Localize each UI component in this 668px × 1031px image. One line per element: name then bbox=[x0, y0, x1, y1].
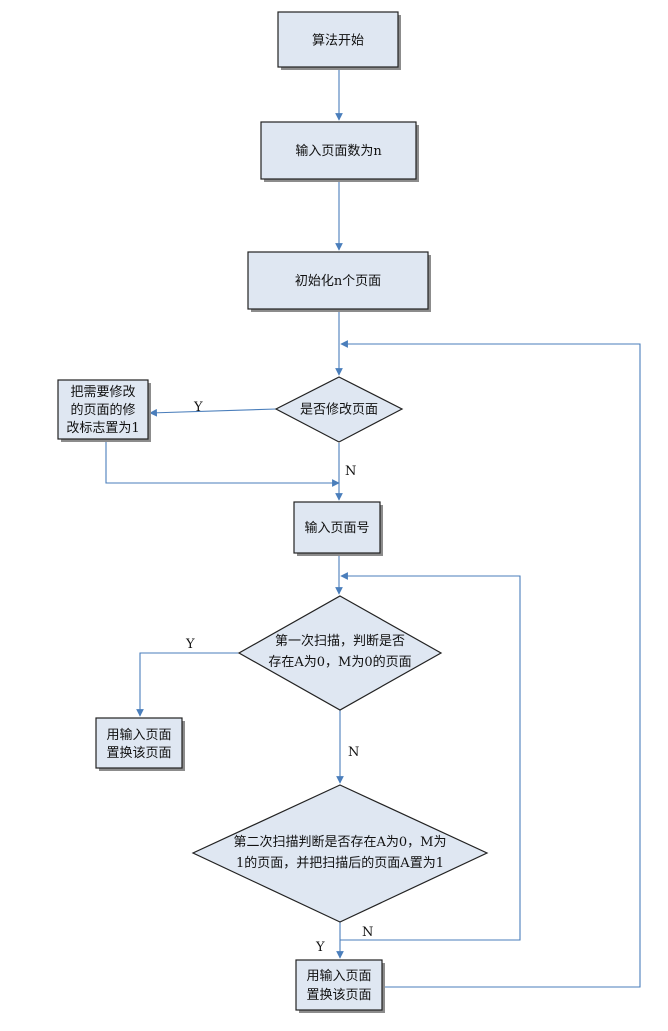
set-flag-line-2: 的页面的修 bbox=[70, 402, 135, 418]
replace2-line-1: 用输入页面 bbox=[306, 968, 371, 984]
input-page-no-node: 输入页面号 bbox=[293, 501, 383, 556]
edge-scan1-yes-to-replace1 bbox=[136, 652, 239, 717]
scan2-yes-label: Y bbox=[315, 940, 325, 955]
edge-set-flag-merge bbox=[105, 441, 340, 487]
scan1-decision: 第一次扫描，判断是否 存在A为0，M为0的页面 bbox=[237, 595, 443, 711]
replace1-line-2: 置换该页面 bbox=[106, 746, 171, 761]
start-label: 算法开始 bbox=[312, 34, 364, 49]
scan2-line-1: 第二次扫描判断是否存在A为0，M为 bbox=[234, 834, 447, 850]
replace2-node: 用输入页面 置换该页面 bbox=[295, 959, 385, 1013]
scan1-yes-label: Y bbox=[185, 637, 195, 652]
edge-modify-yes-to-set-flag bbox=[149, 408, 277, 417]
start-node: 算法开始 bbox=[277, 11, 401, 70]
scan1-line-2: 存在A为0，M为0的页面 bbox=[268, 654, 411, 670]
input-count-label: 输入页面数为n bbox=[295, 143, 382, 159]
set-flag-line-3: 改标志置为1 bbox=[66, 421, 139, 436]
input-page-no-label: 输入页面号 bbox=[304, 520, 369, 536]
init-pages-node: 初始化n个页面 bbox=[247, 251, 431, 312]
scan1-line-1: 第一次扫描，判断是否 bbox=[275, 633, 405, 649]
set-flag-line-1: 把需要修改 bbox=[70, 385, 135, 400]
scan1-no-label: N bbox=[348, 745, 359, 760]
replace2-line-2: 置换该页面 bbox=[306, 988, 371, 1003]
modify-no-label: N bbox=[345, 464, 356, 479]
modify-check-decision: 是否修改页面 bbox=[274, 376, 404, 443]
replace1-line-1: 用输入页面 bbox=[106, 727, 171, 743]
scan2-decision: 第二次扫描判断是否存在A为0，M为 1的页面，并把扫描后的页面A置为1 bbox=[191, 784, 489, 923]
scan2-line-2: 1的页面，并把扫描后的页面A置为1 bbox=[236, 855, 444, 871]
set-flag-node: 把需要修改 的页面的修 改标志置为1 bbox=[57, 379, 151, 442]
replace1-node: 用输入页面 置换该页面 bbox=[95, 717, 185, 771]
init-pages-label: 初始化n个页面 bbox=[295, 274, 381, 289]
modify-check-label: 是否修改页面 bbox=[300, 403, 378, 418]
scan2-no-label: N bbox=[362, 925, 373, 940]
input-count-node: 输入页面数为n bbox=[260, 121, 419, 182]
edge-replace2-loop bbox=[340, 340, 641, 988]
edge-scan2-no-loop bbox=[340, 572, 521, 941]
modify-yes-label: Y bbox=[193, 400, 203, 415]
